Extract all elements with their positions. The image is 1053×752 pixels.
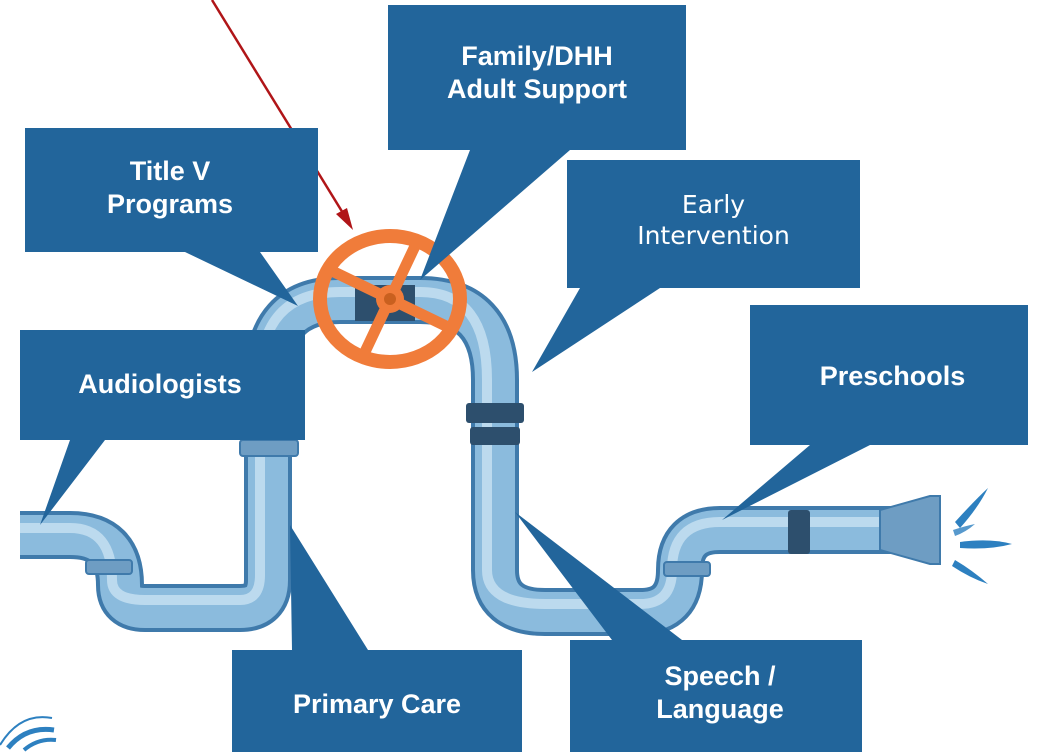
seal-logo-icon <box>0 716 57 752</box>
pipe-nozzle <box>879 495 941 565</box>
callouts <box>20 5 1028 752</box>
callout-early-label: Early Intervention <box>567 190 860 251</box>
callout-family-label: Family/DHH Adult Support <box>388 40 686 106</box>
callout-preschools-box <box>722 305 1028 520</box>
callout-title-v-label: Title V Programs <box>50 155 290 221</box>
pipe-system <box>20 276 930 636</box>
pipe-joint <box>470 427 520 445</box>
water-spray-icon <box>952 488 1012 584</box>
callout-primary-line1: Primary Care <box>292 689 462 719</box>
callout-primary-label: Primary Care <box>232 688 522 721</box>
callout-early-box <box>532 160 860 372</box>
callout-family-box <box>388 5 686 280</box>
callout-title-v-line2: Programs <box>106 188 234 219</box>
callout-primary-box <box>232 525 522 752</box>
callout-title-v-line1: Title V <box>129 156 211 186</box>
callout-early-line1: Early <box>681 190 746 219</box>
callout-audiologists-box <box>20 330 305 525</box>
callout-speech-box <box>515 512 862 752</box>
callout-audiologists-line1: Audiologists <box>78 369 242 399</box>
pipe-highlight <box>20 287 930 609</box>
pipe-joint <box>239 439 299 457</box>
pipe-joint <box>663 561 711 577</box>
callout-title-v-box <box>25 128 318 306</box>
pipe-joint <box>466 403 524 423</box>
callout-speech-line1: Speech / <box>664 661 776 691</box>
callout-speech-label: Speech / Language <box>600 660 840 726</box>
callout-audiologists-label: Audiologists <box>40 368 280 401</box>
callout-family-line1: Family/DHH <box>461 41 613 71</box>
callout-preschools-line1: Preschools <box>819 361 966 391</box>
callout-preschools-label: Preschools <box>775 360 1010 393</box>
red-arrow-icon <box>210 0 353 230</box>
callout-speech-line2: Language <box>656 693 784 724</box>
valve-wheel-icon <box>313 229 467 369</box>
pipe-joints <box>85 403 941 577</box>
pipe-joint <box>85 559 133 575</box>
pipe-joint <box>788 510 810 554</box>
callout-family-line2: Adult Support <box>447 73 627 104</box>
callout-early-line2: Intervention <box>637 220 790 250</box>
